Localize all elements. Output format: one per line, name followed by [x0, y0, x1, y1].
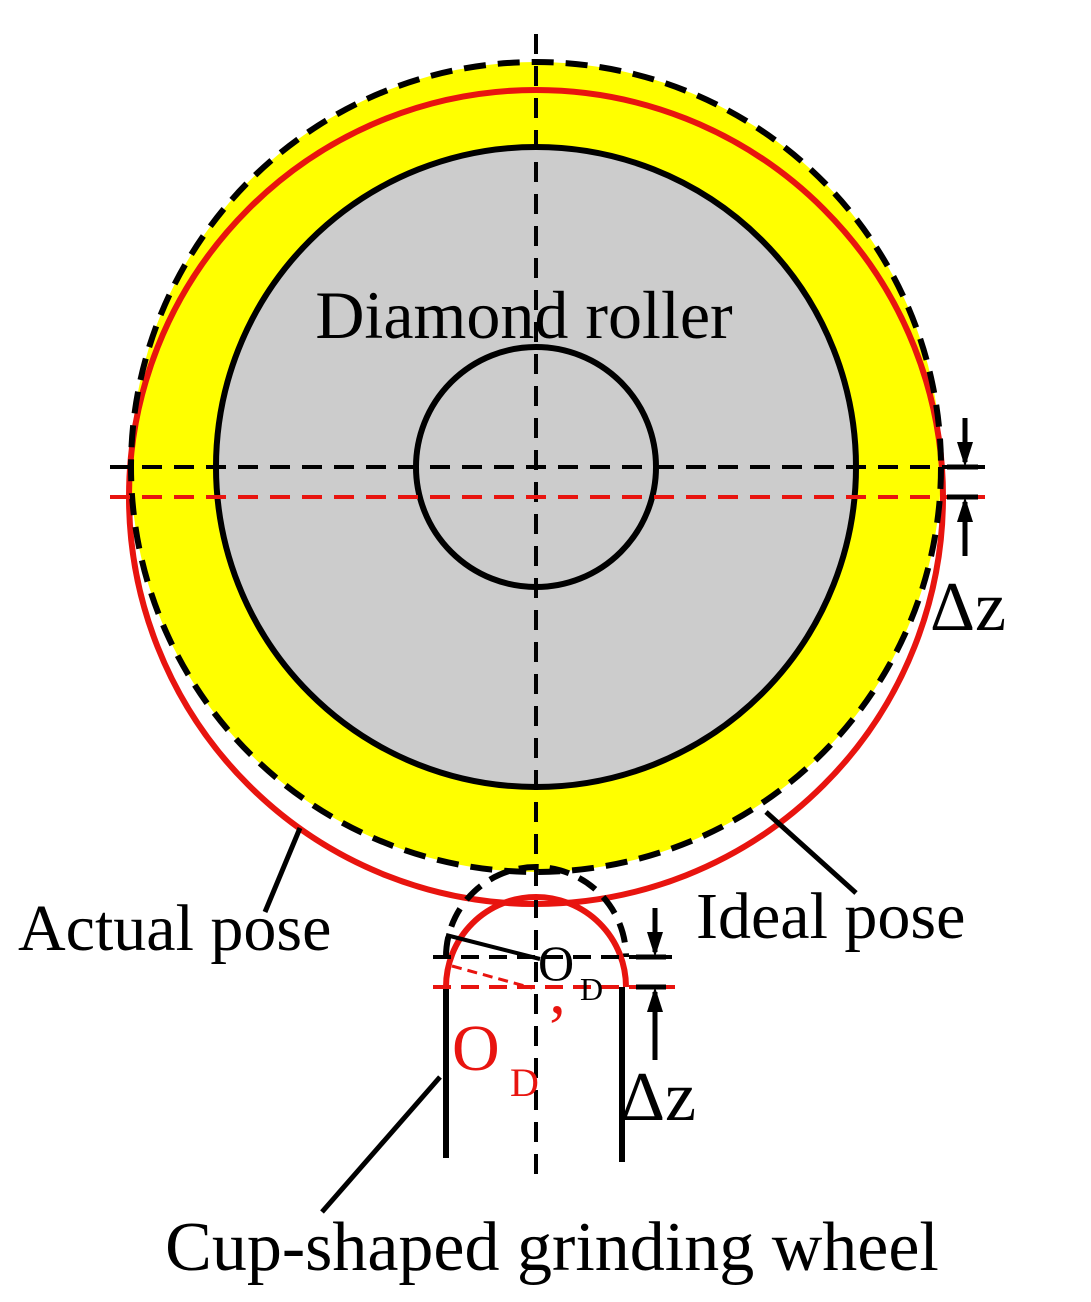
right-delta-z-dimension	[947, 418, 978, 556]
right-delta-z-label: Δz	[930, 569, 1006, 646]
wheel-ideal-radius-line	[445, 933, 541, 961]
actual-center-subscript: D	[510, 1060, 539, 1105]
ideal-center-subscript: D	[580, 971, 603, 1007]
actual-center-label: O	[452, 1012, 500, 1085]
wheel-actual-radius-line	[451, 964, 533, 990]
diamond-roller-label: Diamond roller	[315, 277, 733, 353]
grinding-wheel-leader	[320, 1075, 442, 1214]
bottom-delta-z-dimension	[636, 908, 666, 1060]
ideal-center-label: O	[538, 935, 574, 991]
actual-pose-label: Actual pose	[18, 892, 331, 965]
actual-center-prime: ’	[546, 992, 568, 1065]
wheel-ideal-arc	[443, 864, 629, 958]
ideal-pose-outer-circle	[128, 59, 944, 875]
wheel-actual-arc	[443, 894, 629, 988]
bottom-delta-z-label: Δz	[620, 1059, 696, 1136]
ideal-pose-leader	[764, 810, 858, 895]
actual-pose-leader	[262, 827, 303, 913]
grinding-wheel-label: Cup-shaped grinding wheel	[165, 1209, 939, 1286]
ideal-pose-label: Ideal pose	[696, 880, 965, 953]
